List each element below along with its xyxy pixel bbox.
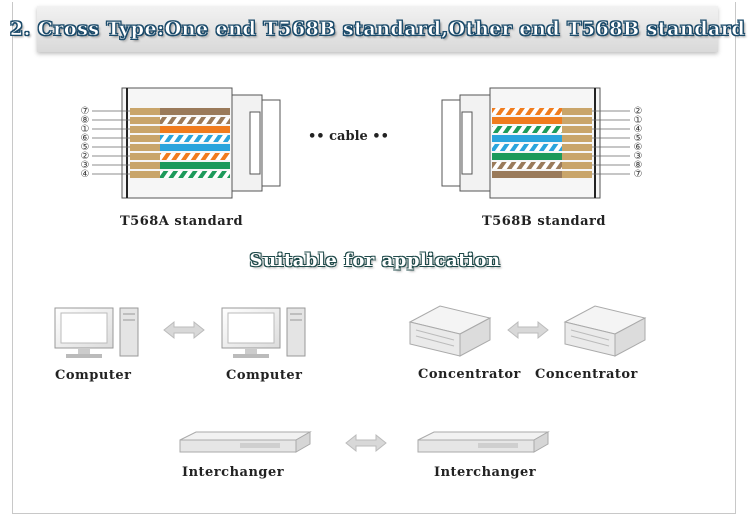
header-title: 2. Cross Type:One end T568B standard,Oth…: [9, 18, 746, 41]
interchanger-right-icon: [417, 431, 550, 453]
left-pin-7: ③: [81, 160, 90, 171]
double-arrow-icon: [507, 320, 549, 340]
concentrator-right-label: Concentrator: [535, 367, 638, 382]
concentrator-left-icon: [408, 305, 492, 357]
left-pin-1: ⑦: [81, 106, 90, 117]
concentrator-right-icon: [563, 305, 647, 357]
cable-label: •• cable ••: [308, 129, 389, 144]
header-banner: 2. Cross Type:One end T568B standard,Oth…: [10, 6, 745, 52]
double-arrow-icon: [163, 320, 205, 340]
computer-left-icon: [54, 307, 139, 358]
right-pin-4: ⑤: [634, 133, 643, 144]
page-frame: [12, 2, 736, 514]
right-pin-3: ④: [634, 124, 643, 135]
left-wires: [130, 108, 230, 178]
left-pin-6: ②: [81, 151, 90, 162]
left-pin-2: ⑧: [81, 115, 90, 126]
left-pin-4: ⑥: [81, 133, 90, 144]
application-title: Suitable for application: [249, 250, 501, 271]
right-rj45-connector: [441, 87, 630, 199]
right-standard-label: T568B standard: [482, 214, 606, 229]
left-pin-numbers: ⑦ ⑧ ① ⑥ ⑤ ② ③ ④: [81, 106, 90, 180]
right-pin-7: ⑧: [634, 160, 643, 171]
concentrator-left-label: Concentrator: [418, 367, 521, 382]
interchanger-right-label: Interchanger: [434, 465, 537, 480]
right-pin-numbers: ② ① ④ ⑤ ⑥ ③ ⑧ ⑦: [634, 106, 643, 180]
interchanger-left-icon: [179, 431, 312, 453]
right-pin-8: ⑦: [634, 169, 643, 180]
left-rj45-connector: [92, 87, 281, 199]
left-pin-3: ①: [81, 124, 90, 135]
computer-right-icon: [221, 307, 306, 358]
interchanger-left-label: Interchanger: [182, 465, 285, 480]
right-pin-5: ⑥: [634, 142, 643, 153]
computer-left-label: Computer: [55, 368, 132, 383]
left-pin-8: ④: [81, 169, 90, 180]
right-pin-6: ③: [634, 151, 643, 162]
right-wires: [492, 108, 592, 178]
left-pin-5: ⑤: [81, 142, 90, 153]
double-arrow-icon: [345, 433, 387, 453]
right-pin-2: ①: [634, 115, 643, 126]
right-pin-1: ②: [634, 106, 643, 117]
computer-right-label: Computer: [226, 368, 303, 383]
left-standard-label: T568A standard: [120, 214, 244, 229]
